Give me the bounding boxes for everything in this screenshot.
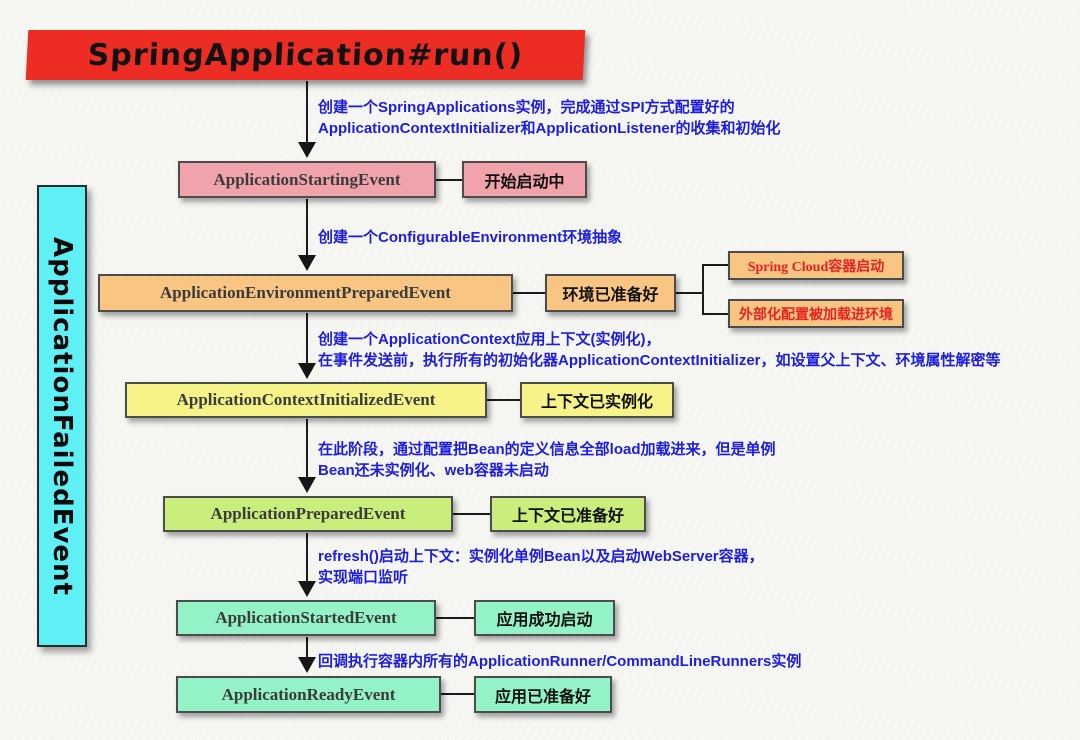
status-box-ready: 应用已准备好 [474,676,612,713]
application-failed-event-label: ApplicationFailedEvent [47,236,77,596]
event-box-application-prepared: ApplicationPreparedEvent [163,496,453,532]
event-box-environment-prepared: ApplicationEnvironmentPreparedEvent [98,274,513,312]
status-box-starting: 开始启动中 [462,161,587,198]
annotation-environment: 创建一个ConfigurableEnvironment环境抽象 [318,229,623,246]
status-box-environment: 环境已准备好 [545,274,676,312]
title-banner: SpringApplication#run() [25,30,586,80]
branch-box-spring-cloud: Spring Cloud容器启动 [728,251,904,280]
event-box-application-starting: ApplicationStartingEvent [178,161,436,198]
annotation-context-initialized: 创建一个ApplicationContext应用上下文(实例化)， 在事件发送前… [318,331,1001,369]
event-box-application-started: ApplicationStartedEvent [176,600,436,636]
application-failed-event-box: ApplicationFailedEvent [37,185,87,647]
status-box-prepared: 上下文已准备好 [490,496,646,532]
event-box-context-initialized: ApplicationContextInitializedEvent [125,382,487,418]
annotation-starting: 创建一个SpringApplications实例，完成通过SPI方式配置好的 A… [318,99,781,137]
branch-connector-lines [676,264,728,315]
event-box-application-ready: ApplicationReadyEvent [176,676,441,713]
status-box-started: 应用成功启动 [474,600,615,636]
status-box-context-initialized: 上下文已实例化 [520,382,674,418]
branch-box-external-config: 外部化配置被加载进环境 [728,299,904,328]
annotation-started: refresh()启动上下文：实例化单例Bean以及启动WebServer容器，… [318,548,764,586]
title-text: SpringApplication#run() [86,37,525,73]
annotation-ready: 回调执行容器内所有的ApplicationRunner/CommandLineR… [318,653,802,670]
annotation-prepared: 在此阶段，通过配置把Bean的定义信息全部load加载进来，但是单例 Bean还… [318,441,776,479]
